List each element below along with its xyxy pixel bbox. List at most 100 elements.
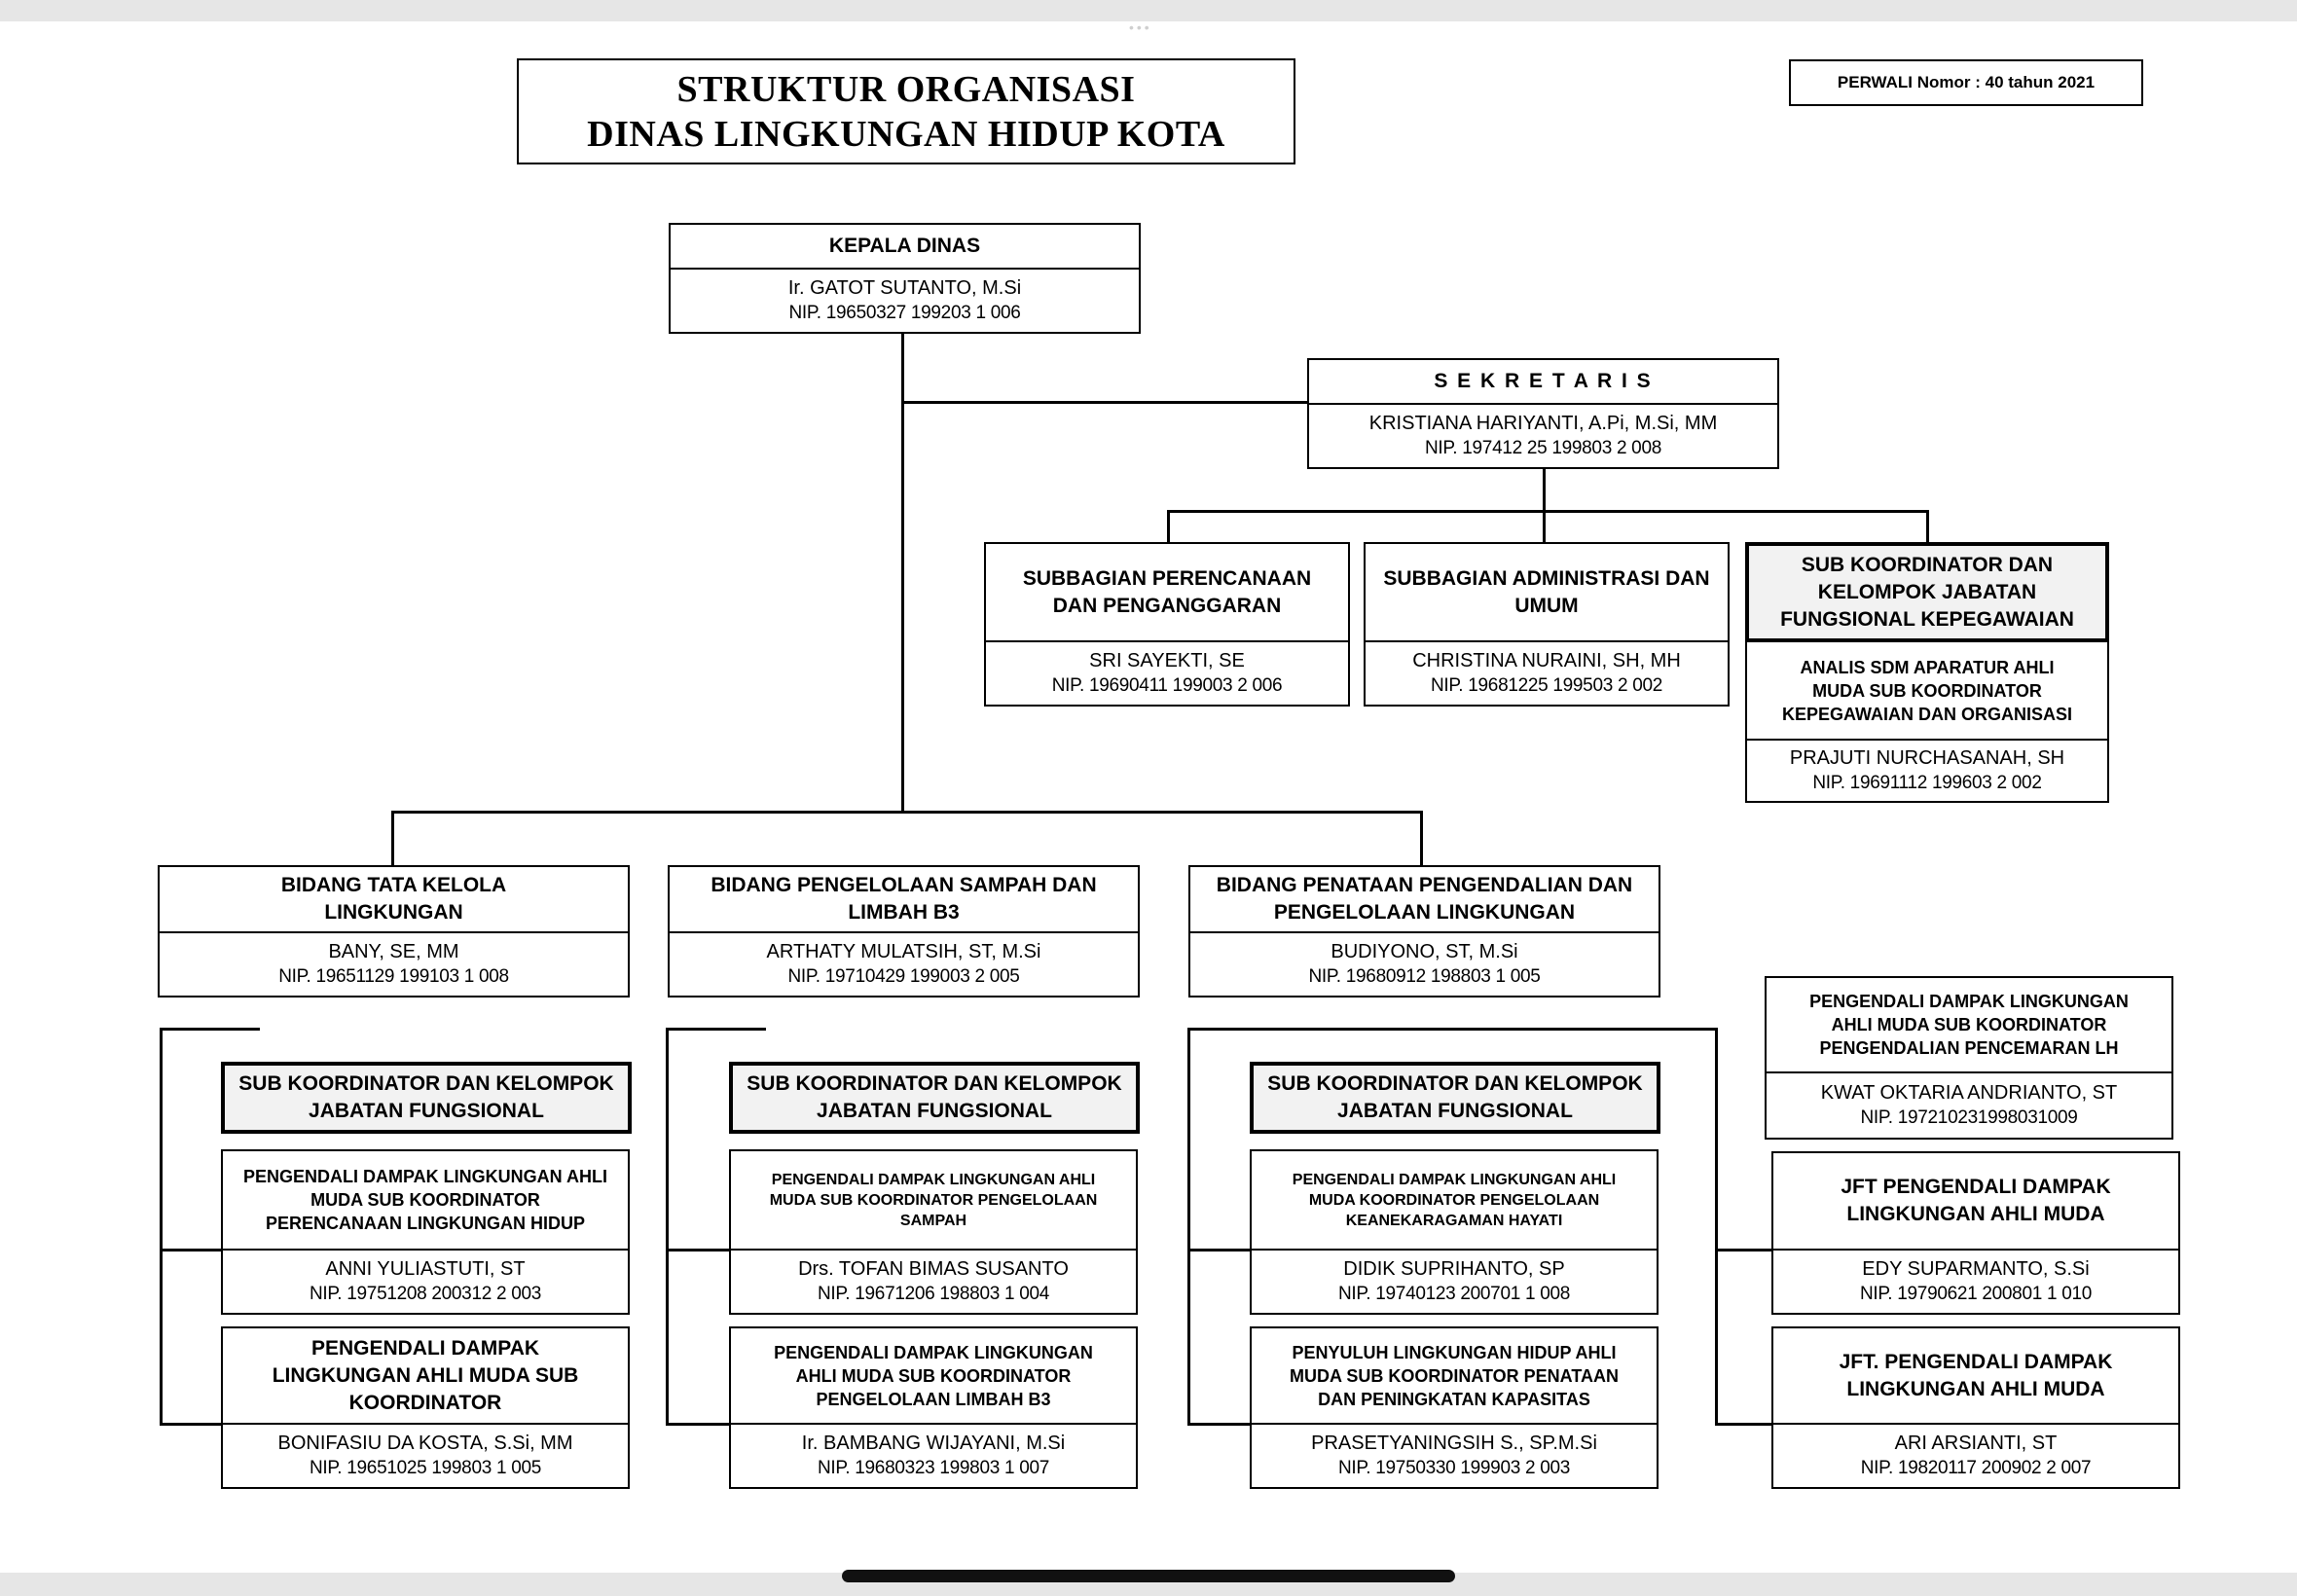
- unit-sampah-title: PENGENDALI DAMPAK LINGKUNGAN AHLI MUDA S…: [729, 1149, 1138, 1251]
- unit-jft-2-name: ARI ARSIANTI, ST: [1894, 1433, 2058, 1454]
- unit-limbah-b3-title: PENGENDALI DAMPAK LINGKUNGAN AHLI MUDA S…: [729, 1326, 1138, 1425]
- connector: [391, 811, 1423, 814]
- connector: [160, 1249, 223, 1251]
- unit-hayati-nip: NIP. 19740123 200701 1 008: [1337, 1284, 1571, 1304]
- unit-limbah-b3-person: Ir. BAMBANG WIJAYANI, M.Si NIP. 19680323…: [729, 1423, 1138, 1489]
- bidang-sampah-name: ARTHATY MULATSIH, ST, M.Si: [766, 941, 1041, 962]
- unit-subkoor-tata-kelola-person: BONIFASIU DA KOSTA, S.Si, MM NIP. 196510…: [221, 1423, 630, 1489]
- unit-pencemaran-nip: NIP. 197210231998031009: [1860, 1107, 2078, 1128]
- connector: [666, 1028, 766, 1031]
- subbagian-perencanaan-nip: NIP. 19690411 199003 2 006: [1051, 675, 1283, 696]
- kepala-name: Ir. GATOT SUTANTO, M.Si: [787, 277, 1022, 299]
- home-indicator[interactable]: [842, 1570, 1455, 1582]
- sekretaris-nip: NIP. 197412 25 199803 2 008: [1424, 438, 1661, 458]
- subbagian-perencanaan-title: SUBBAGIAN PERENCANAAN DAN PENGANGGARAN: [984, 542, 1350, 642]
- bidang-sampah-person: ARTHATY MULATSIH, ST, M.Si NIP. 19710429…: [668, 931, 1140, 998]
- unit-subkoor-tata-kelola-name: BONIFASIU DA KOSTA, S.Si, MM: [277, 1433, 573, 1454]
- page-title: STRUKTUR ORGANISASI DINAS LINGKUNGAN HID…: [517, 58, 1295, 164]
- connector: [1187, 1028, 1718, 1031]
- subbagian-administrasi-title: SUBBAGIAN ADMINISTRASI DAN UMUM: [1364, 542, 1730, 642]
- unit-sampah-nip: NIP. 19671206 198803 1 004: [817, 1284, 1050, 1304]
- kepala-title: KEPALA DINAS: [669, 223, 1141, 270]
- bidang-tata-kelola-person: BANY, SE, MM NIP. 19651129 199103 1 008: [158, 931, 630, 998]
- unit-jft-1-person: EDY SUPARMANTO, S.Si NIP. 19790621 20080…: [1771, 1249, 2180, 1315]
- bidang-penataan-nip: NIP. 19680912 198803 1 005: [1308, 966, 1541, 987]
- subkoor-label-sampah: SUB KOORDINATOR DAN KELOMPOK JABATAN FUN…: [729, 1062, 1140, 1134]
- kepegawaian-title: ANALIS SDM APARATUR AHLI MUDA SUB KOORDI…: [1745, 640, 2109, 741]
- unit-pencemaran-name: KWAT OKTARIA ANDRIANTO, ST: [1820, 1082, 2118, 1104]
- bidang-penataan-person: BUDIYONO, ST, M.Si NIP. 19680912 198803 …: [1188, 931, 1660, 998]
- bidang-tata-kelola-nip: NIP. 19651129 199103 1 008: [278, 966, 509, 987]
- unit-hayati-title: PENGENDALI DAMPAK LINGKUNGAN AHLI MUDA K…: [1250, 1149, 1659, 1251]
- unit-perencanaan-lh-title: PENGENDALI DAMPAK LINGKUNGAN AHLI MUDA S…: [221, 1149, 630, 1251]
- connector: [391, 811, 394, 866]
- subbagian-administrasi-name: CHRISTINA NURAINI, SH, MH: [1412, 650, 1681, 671]
- subkoor-label-tata-kelola: SUB KOORDINATOR DAN KELOMPOK JABATAN FUN…: [221, 1062, 632, 1134]
- unit-pencemaran-title: PENGENDALI DAMPAK LINGKUNGAN AHLI MUDA S…: [1765, 976, 2173, 1073]
- connector: [1543, 467, 1546, 512]
- unit-hayati-person: DIDIK SUPRIHANTO, SP NIP. 19740123 20070…: [1250, 1249, 1659, 1315]
- unit-kapasitas-person: PRASETYANINGSIH S., SP.M.Si NIP. 1975033…: [1250, 1423, 1659, 1489]
- connector: [1420, 811, 1423, 866]
- subbagian-administrasi-person: CHRISTINA NURAINI, SH, MH NIP. 19681225 …: [1364, 640, 1730, 707]
- kepegawaian-name: PRAJUTI NURCHASANAH, SH: [1789, 747, 2065, 769]
- connector: [160, 1423, 223, 1426]
- connector: [1167, 510, 1170, 545]
- unit-perencanaan-lh-name: ANNI YULIASTUTI, ST: [325, 1258, 526, 1280]
- kepegawaian-person: PRAJUTI NURCHASANAH, SH NIP. 19691112 19…: [1745, 739, 2109, 803]
- connector: [666, 1423, 731, 1426]
- unit-limbah-b3-name: Ir. BAMBANG WIJAYANI, M.Si: [801, 1433, 1066, 1454]
- subbagian-administrasi-nip: NIP. 19681225 199503 2 002: [1430, 675, 1663, 696]
- connector: [1715, 1423, 1773, 1426]
- connector: [1715, 1249, 1773, 1251]
- connector: [901, 401, 1310, 404]
- kepala-person: Ir. GATOT SUTANTO, M.Si NIP. 19650327 19…: [669, 268, 1141, 334]
- connector: [666, 1249, 731, 1251]
- unit-sampah-person: Drs. TOFAN BIMAS SUSANTO NIP. 19671206 1…: [729, 1249, 1138, 1315]
- subkoor-label-penataan: SUB KOORDINATOR DAN KELOMPOK JABATAN FUN…: [1250, 1062, 1660, 1134]
- kepegawaian-nip: NIP. 19691112 199603 2 002: [1812, 773, 2042, 793]
- unit-perencanaan-lh-person: ANNI YULIASTUTI, ST NIP. 19751208 200312…: [221, 1249, 630, 1315]
- connector: [666, 1028, 669, 1426]
- sekretaris-person: KRISTIANA HARIYANTI, A.Pi, M.Si, MM NIP.…: [1307, 403, 1779, 469]
- bidang-sampah-nip: NIP. 19710429 199003 2 005: [787, 966, 1020, 987]
- connector: [1543, 510, 1546, 545]
- connector: [160, 1028, 260, 1031]
- kepala-nip: NIP. 19650327 199203 1 006: [788, 303, 1021, 323]
- unit-jft-2-person: ARI ARSIANTI, ST NIP. 19820117 200902 2 …: [1771, 1423, 2180, 1489]
- connector: [901, 333, 904, 814]
- subbagian-perencanaan-name: SRI SAYEKTI, SE: [1089, 650, 1245, 671]
- unit-kapasitas-title: PENYULUH LINGKUNGAN HIDUP AHLI MUDA SUB …: [1250, 1326, 1659, 1425]
- connector: [1715, 1028, 1718, 1426]
- connector: [1926, 510, 1929, 545]
- bidang-penataan-name: BUDIYONO, ST, M.Si: [1331, 941, 1518, 962]
- regulation-label: PERWALI Nomor : 40 tahun 2021: [1789, 59, 2143, 106]
- connector: [160, 1028, 163, 1426]
- more-dots-icon[interactable]: •••: [1129, 19, 1152, 35]
- unit-pencemaran-person: KWAT OKTARIA ANDRIANTO, ST NIP. 19721023…: [1765, 1071, 2173, 1140]
- connector: [1187, 1249, 1252, 1251]
- unit-sampah-name: Drs. TOFAN BIMAS SUSANTO: [798, 1258, 1069, 1280]
- unit-perencanaan-lh-nip: NIP. 19751208 200312 2 003: [309, 1284, 542, 1304]
- unit-jft-1-name: EDY SUPARMANTO, S.Si: [1862, 1258, 2090, 1280]
- unit-kapasitas-name: PRASETYANINGSIH S., SP.M.Si: [1311, 1433, 1597, 1454]
- connector: [1187, 1423, 1252, 1426]
- kepegawaian-group: SUB KOORDINATOR DAN KELOMPOK JABATAN FUN…: [1745, 542, 2109, 642]
- unit-limbah-b3-nip: NIP. 19680323 199803 1 007: [817, 1458, 1050, 1478]
- unit-hayati-name: DIDIK SUPRIHANTO, SP: [1343, 1258, 1565, 1280]
- unit-subkoor-tata-kelola-title: PENGENDALI DAMPAK LINGKUNGAN AHLI MUDA S…: [221, 1326, 630, 1425]
- connector: [1167, 510, 1929, 513]
- top-bar: [0, 0, 2297, 21]
- title-line-2: DINAS LINGKUNGAN HIDUP KOTA: [587, 113, 1225, 155]
- bidang-tata-kelola-title: BIDANG TATA KELOLA LINGKUNGAN: [158, 865, 630, 933]
- sekretaris-title: S E K R E T A R I S: [1307, 358, 1779, 405]
- bidang-sampah-title: BIDANG PENGELOLAAN SAMPAH DAN LIMBAH B3: [668, 865, 1140, 933]
- sekretaris-name: KRISTIANA HARIYANTI, A.Pi, M.Si, MM: [1368, 413, 1718, 434]
- unit-jft-2-title: JFT. PENGENDALI DAMPAK LINGKUNGAN AHLI M…: [1771, 1326, 2180, 1425]
- unit-jft-1-title: JFT PENGENDALI DAMPAK LINGKUNGAN AHLI MU…: [1771, 1151, 2180, 1251]
- title-line-1: STRUKTUR ORGANISASI: [676, 68, 1136, 110]
- unit-kapasitas-nip: NIP. 19750330 199903 2 003: [1337, 1458, 1571, 1478]
- bidang-tata-kelola-name: BANY, SE, MM: [328, 941, 459, 962]
- unit-jft-1-nip: NIP. 19790621 200801 1 010: [1859, 1284, 2093, 1304]
- unit-subkoor-tata-kelola-nip: NIP. 19651025 199803 1 005: [309, 1458, 542, 1478]
